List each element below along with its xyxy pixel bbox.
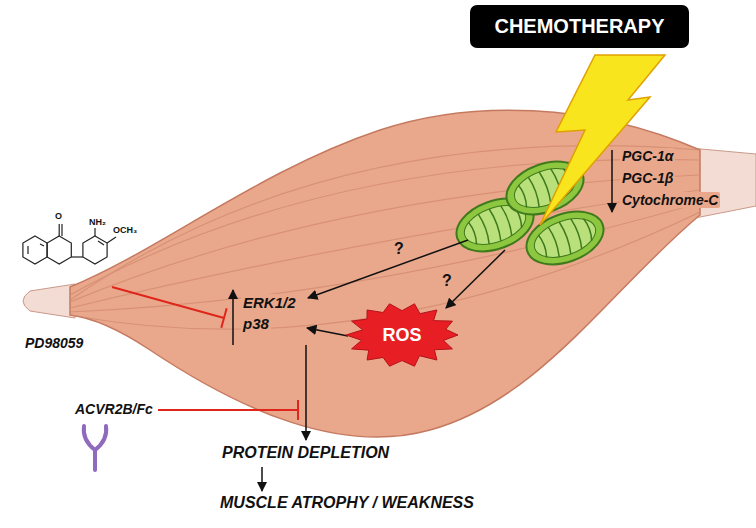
node-text: ROS xyxy=(382,325,421,346)
kinase-label: ERK1/2 xyxy=(241,294,298,311)
tendon xyxy=(23,284,75,318)
starburst-fill xyxy=(346,304,458,366)
arrow xyxy=(446,250,505,308)
title-box: CHEMOTHERAPY xyxy=(470,5,689,48)
gene-label: PGC-1α xyxy=(620,148,675,164)
atom-label: O xyxy=(55,211,62,221)
arrow xyxy=(305,345,307,440)
gene-label: Cytochrome-C xyxy=(620,192,720,208)
inhibitor-line xyxy=(112,287,298,420)
chemical-structure xyxy=(23,224,116,264)
receptor-symbol xyxy=(84,426,107,470)
muscle-fibres xyxy=(70,146,700,329)
drug-label: PD98059 xyxy=(25,335,83,351)
muscle-body xyxy=(70,110,700,437)
outcome-label: PROTEIN DEPLETION xyxy=(222,444,389,462)
outcome-label: MUSCLE ATROPHY / WEAKNESS xyxy=(220,494,474,512)
gene-label: PGC-1β xyxy=(620,170,675,186)
kinase-label: p38 xyxy=(241,315,271,332)
increase-arrow xyxy=(232,290,234,345)
question-mark: ? xyxy=(440,272,454,290)
node-text: CHEMOTHERAPY xyxy=(494,15,665,38)
arrow xyxy=(307,328,348,336)
atom-label: OCH₃ xyxy=(113,225,137,235)
decrease-arrow xyxy=(611,150,613,212)
atom-label: NH₂ xyxy=(89,217,106,227)
question-mark: ? xyxy=(392,240,406,258)
arrow xyxy=(261,467,263,491)
drug-label: ACVR2B/Fc xyxy=(75,401,153,417)
arrow xyxy=(308,240,468,298)
ros-starburst: ROS xyxy=(346,303,458,367)
